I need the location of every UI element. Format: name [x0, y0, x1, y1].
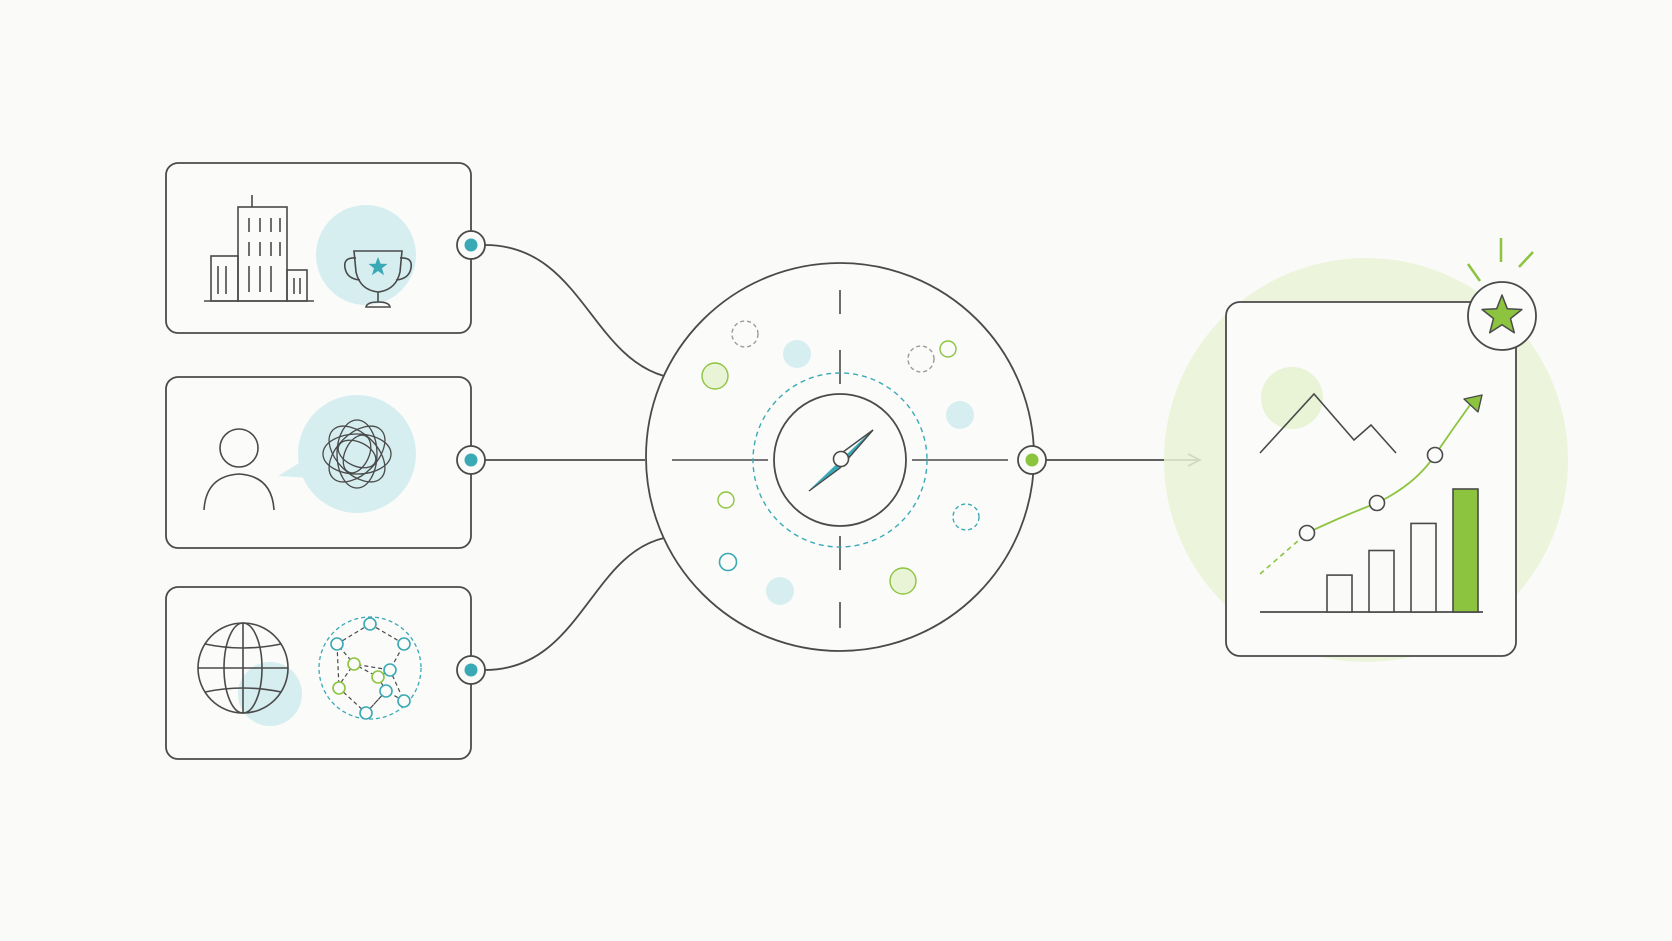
hub-dots	[701, 320, 980, 605]
bar-chart-icon	[1326, 488, 1479, 613]
input-card-people	[165, 376, 486, 549]
globe-icon	[197, 622, 289, 714]
trophy-highlight-circle	[316, 205, 416, 305]
connector-3	[484, 537, 665, 671]
hub-circle	[645, 262, 1047, 652]
growth-line-icon	[1259, 394, 1483, 575]
chart-bar	[1368, 549, 1395, 613]
input-card-global	[165, 586, 486, 760]
output-port-3	[456, 655, 486, 685]
star-badge-icon	[1466, 238, 1537, 351]
output-port-2	[456, 445, 486, 475]
output-card	[1225, 238, 1537, 657]
trophy-star-icon	[368, 257, 388, 276]
chart-bar	[1452, 488, 1479, 613]
network-icon	[318, 616, 422, 720]
connector-1	[484, 244, 665, 377]
compass-icon	[808, 429, 874, 492]
chart-bar	[1326, 574, 1353, 613]
output-port-1	[456, 230, 486, 260]
trophy-icon	[343, 250, 413, 308]
idea-bubble-icon	[278, 395, 416, 513]
input-card-organization	[165, 162, 486, 334]
building-icon	[204, 195, 314, 302]
landscape-icon	[1259, 367, 1397, 454]
person-icon	[203, 428, 275, 511]
hub-crosshair	[672, 290, 1008, 628]
globe-highlight-circle	[238, 662, 302, 726]
hub-dashed-ring	[752, 372, 928, 548]
hub-output-port	[1017, 445, 1047, 475]
chart-bar	[1410, 522, 1437, 613]
